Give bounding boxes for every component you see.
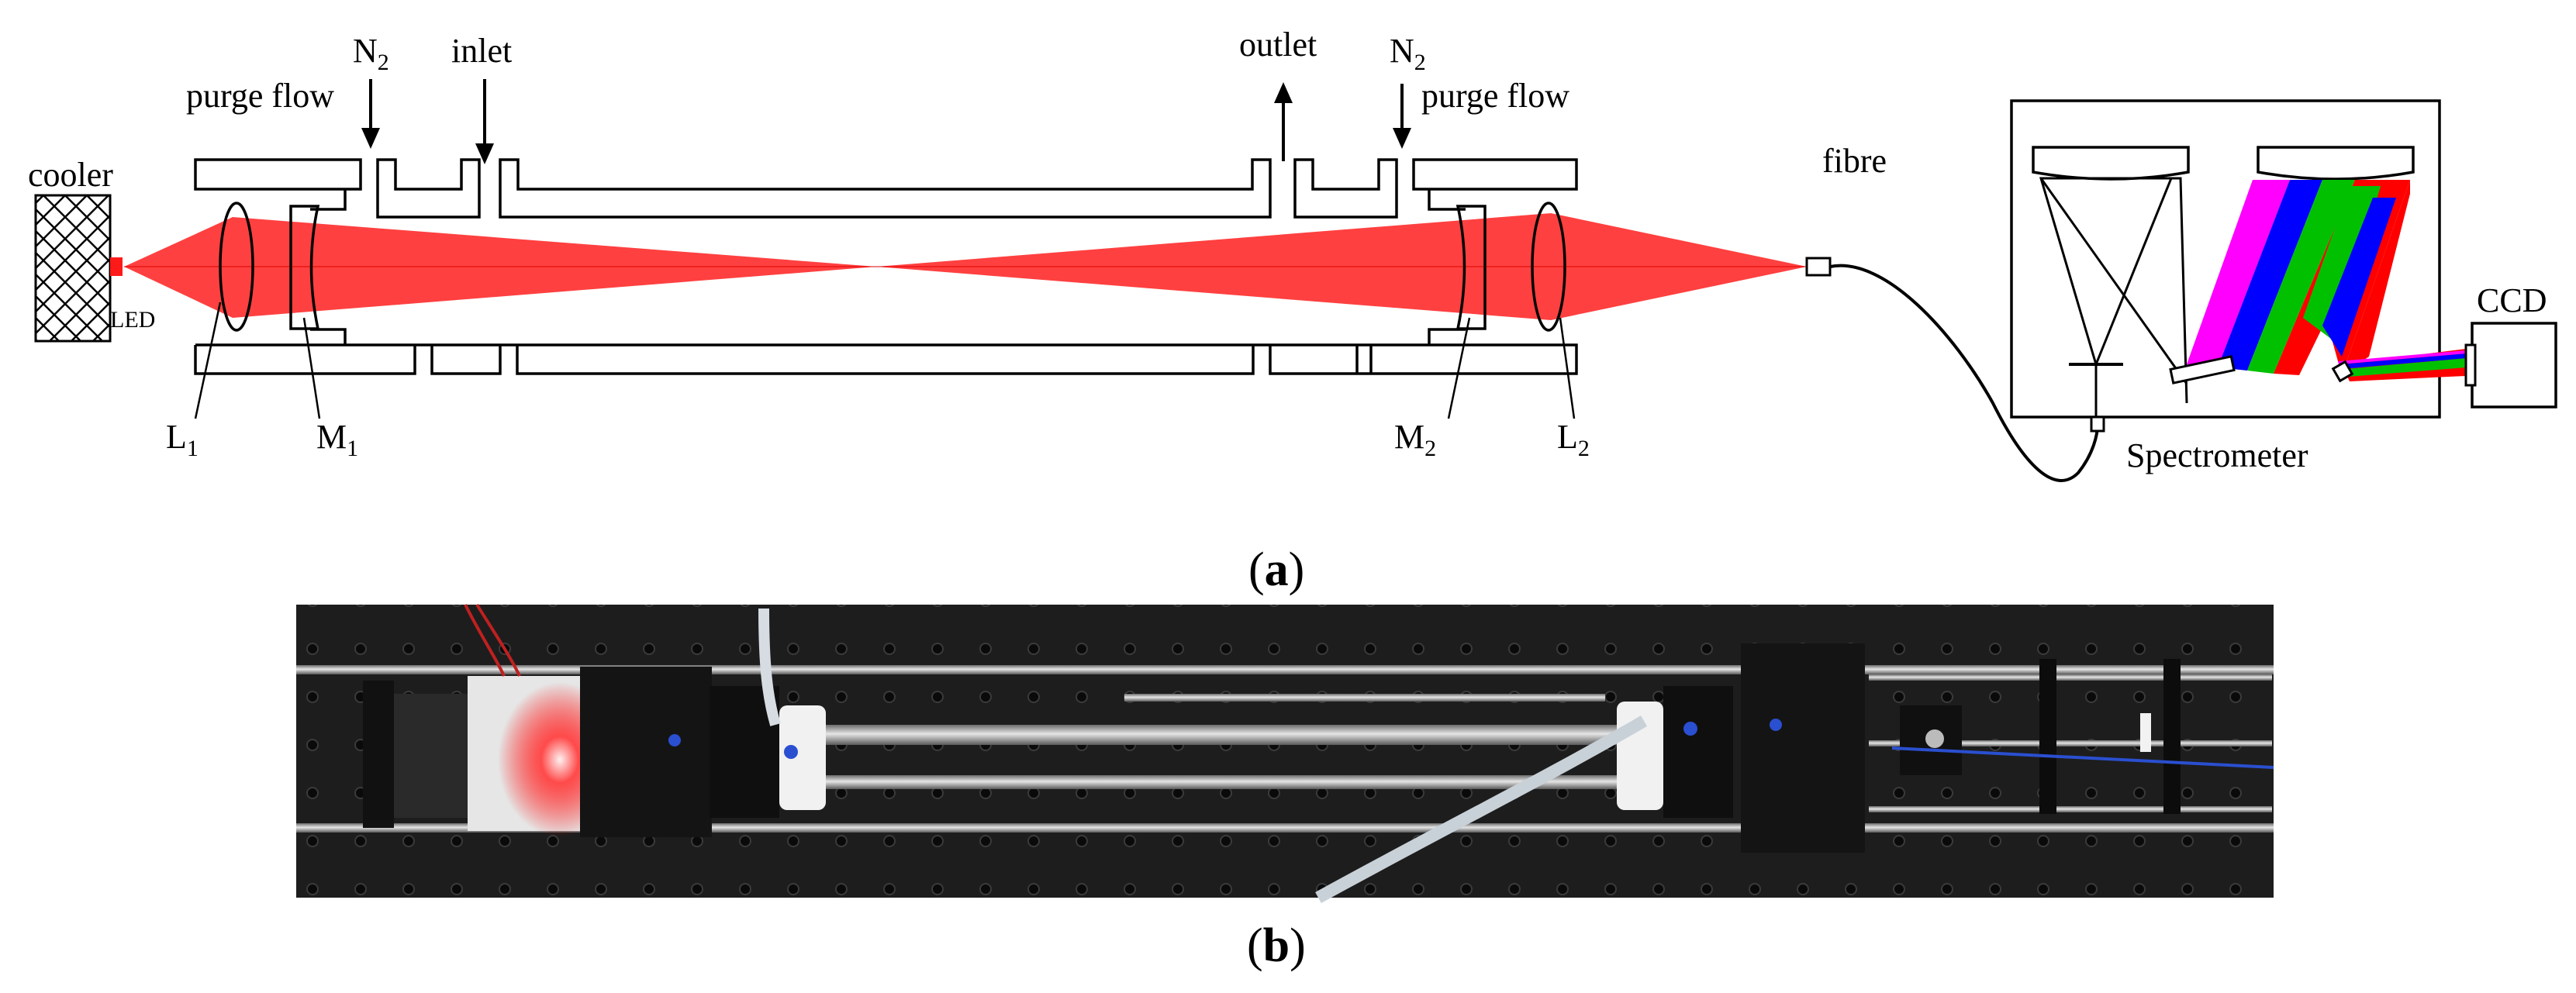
- lens-l1: [219, 202, 254, 332]
- purge-flow-left-label: purge flow: [186, 77, 334, 115]
- spectrum-rays: [2187, 180, 2466, 381]
- panel-a-diagram: cooler LED L1 M1 M2 L2: [28, 26, 2557, 596]
- label-m2: M2: [1394, 418, 1436, 461]
- spectrometer-box: [2010, 99, 2441, 419]
- ccd-sensor: [2464, 343, 2477, 387]
- folding-mirror: [2331, 360, 2354, 383]
- purge-flow-right-label: purge flow: [1421, 77, 1569, 115]
- outlet-label: outlet: [1239, 26, 1317, 64]
- ccd-box: [2471, 322, 2557, 409]
- ccd-label: CCD: [2477, 281, 2547, 319]
- led-label: LED: [110, 307, 155, 333]
- collimating-mirror: [2032, 146, 2190, 181]
- focusing-mirror: [2257, 146, 2415, 181]
- fibre-cable: [1829, 264, 2099, 482]
- diffraction-grating: [2169, 355, 2236, 384]
- cooler-label: cooler: [28, 156, 113, 194]
- fibre-connector-spectrometer: [2090, 415, 2105, 433]
- caption-b: (b): [1247, 919, 1306, 972]
- label-l2: L2: [1557, 418, 1590, 461]
- n2-left-label: N2: [353, 32, 389, 75]
- flow-arrows: [361, 79, 1411, 164]
- spectrometer-label: Spectrometer: [2126, 436, 2308, 474]
- panel-b-photo: (b): [296, 603, 2274, 972]
- label-m1: M1: [316, 418, 358, 461]
- caption-a: (a): [1248, 543, 1304, 596]
- cell-top-wall: [194, 158, 1578, 219]
- n2-right-label: N2: [1390, 32, 1426, 75]
- mirror-m2: [1455, 205, 1487, 330]
- label-l1: L1: [166, 418, 199, 461]
- inlet-label: inlet: [451, 32, 512, 70]
- lens-l2: [1531, 202, 1566, 332]
- led-source: [110, 257, 123, 276]
- beam-left-cone: [124, 217, 876, 318]
- cooler-block: [34, 194, 112, 343]
- mirror-m1: [289, 205, 320, 330]
- cell-bottom-wall: [194, 343, 1578, 375]
- fibre-label: fibre: [1822, 142, 1887, 180]
- fibre-connector-in: [1805, 257, 1832, 277]
